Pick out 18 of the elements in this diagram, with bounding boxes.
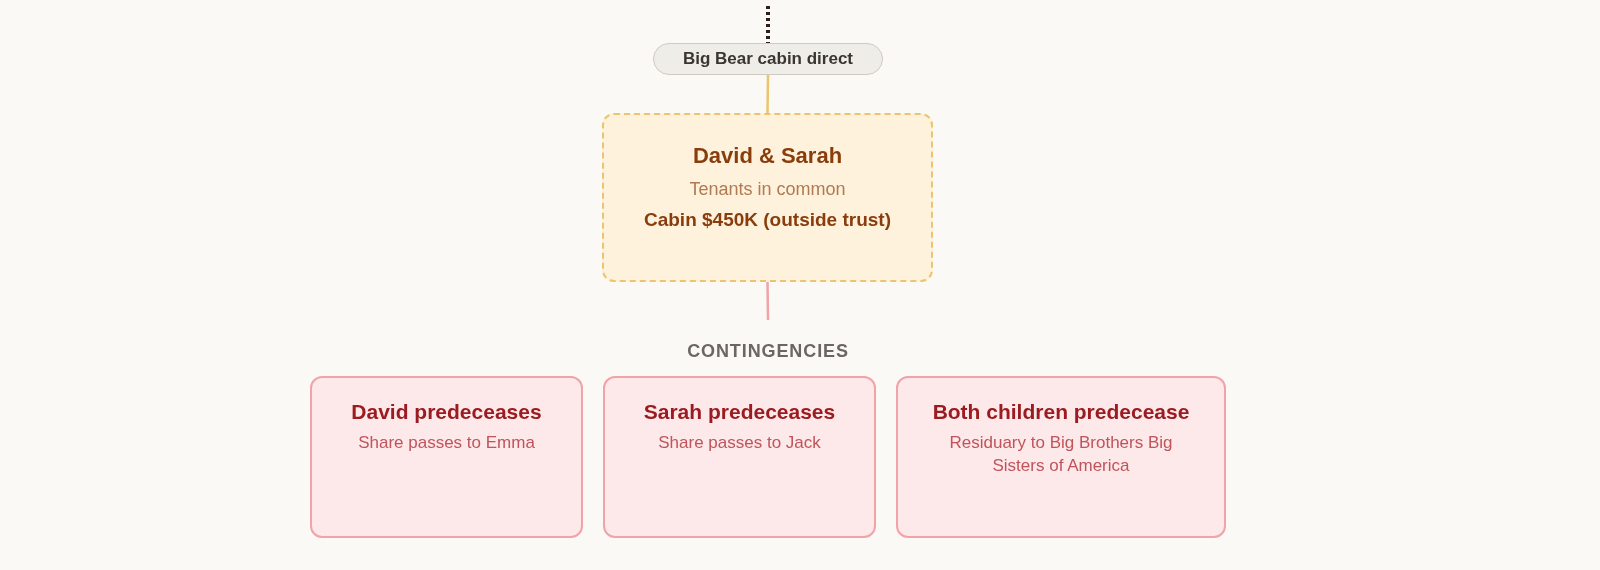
card-detail: Cabin $450K (outside trust) — [643, 208, 891, 232]
connector-line — [766, 75, 770, 113]
card-subtitle: Tenants in common — [689, 178, 846, 201]
card-title: Both children predecease — [932, 399, 1190, 425]
section-heading: CONTINGENCIES — [686, 340, 850, 363]
connector-line — [766, 282, 770, 320]
owner-card — [602, 113, 933, 282]
contingency-card — [310, 376, 583, 538]
tag-text: Big Bear cabin direct — [682, 48, 854, 71]
contingency-card — [896, 376, 1226, 538]
card-detail: Residuary to Big Brothers Big Sisters of America — [948, 431, 1174, 478]
card-detail: Share passes to Emma — [358, 431, 535, 454]
card-title: David & Sarah — [692, 142, 843, 170]
card-title: David predeceases — [351, 399, 542, 425]
tag-pill — [653, 43, 883, 75]
card-detail: Share passes to Jack — [658, 431, 821, 454]
card-title: Sarah predeceases — [643, 399, 836, 425]
contingency-card — [603, 376, 876, 538]
